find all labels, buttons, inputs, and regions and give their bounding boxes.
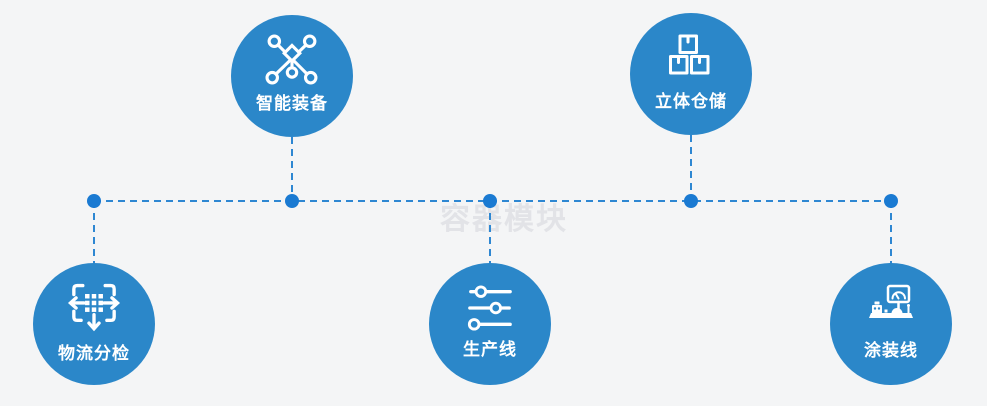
node-production-line: 生产线	[429, 263, 551, 385]
node-label: 智能装备	[256, 94, 328, 113]
junction-dot	[884, 194, 898, 208]
node-label: 涂装线	[864, 341, 918, 360]
node-label: 立体仓储	[655, 92, 727, 111]
node-label: 物流分检	[58, 344, 130, 363]
node-label: 生产线	[463, 340, 517, 359]
junction-dot	[87, 194, 101, 208]
node-stereo-warehouse: 立体仓储	[630, 13, 752, 135]
stacked-boxes-icon	[666, 32, 716, 84]
node-intelligent-equipment: 智能装备	[231, 15, 353, 137]
junction-dot	[285, 194, 299, 208]
network-nodes-icon	[265, 34, 319, 86]
junction-dot	[684, 194, 698, 208]
node-logistics-sorting: 物流分检	[33, 263, 155, 385]
node-coating-line: 涂装线	[830, 263, 952, 385]
control-station-icon	[860, 283, 922, 333]
junction-dot	[483, 194, 497, 208]
sliders-icon	[461, 284, 519, 332]
watermark: 容器模块	[440, 203, 568, 236]
sort-distribute-icon	[65, 280, 123, 336]
